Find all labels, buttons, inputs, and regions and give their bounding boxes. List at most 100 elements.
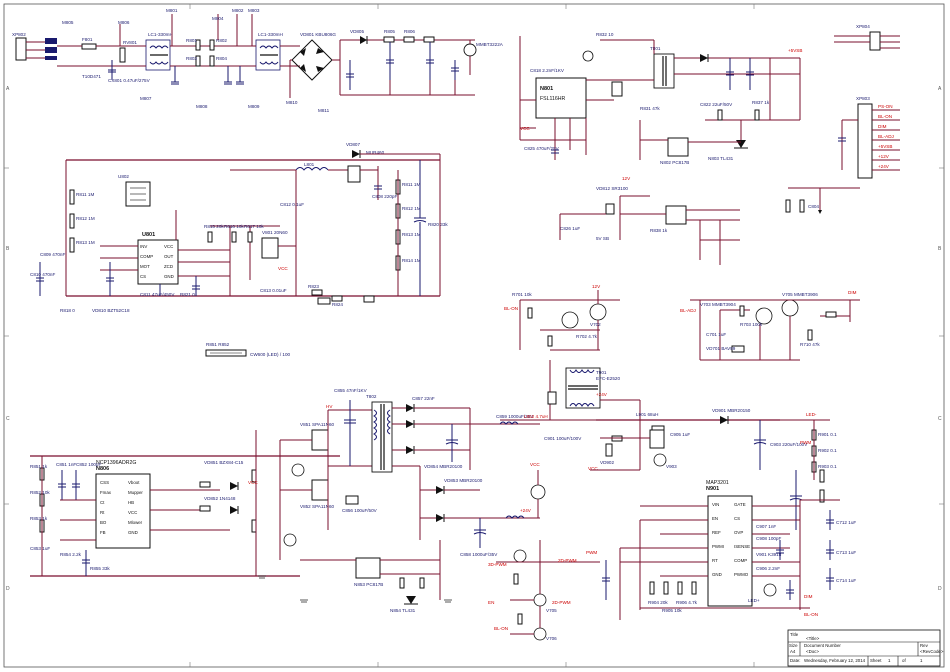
pfc-c811: R820 33k	[428, 222, 448, 227]
dim-net-12v: 12V	[592, 284, 601, 289]
sb-small-ic	[611, 81, 623, 97]
llc-driver-npn	[283, 533, 297, 547]
pfc-pin-comp: COMP	[140, 254, 153, 259]
dim-transistor-3	[755, 307, 773, 325]
dim-net-dim: DIM	[848, 290, 857, 295]
llc-pin-7: Vboot	[128, 480, 140, 485]
vcc-net-2: 12V	[622, 176, 631, 181]
title-value: <Title>	[806, 636, 820, 641]
led-net-pwm: PWM	[586, 550, 597, 555]
zener-top	[582, 50, 594, 62]
ac-input-connector	[15, 37, 27, 61]
r804-label: R804	[216, 56, 227, 61]
led-ovp-transistor	[653, 453, 667, 467]
led-c906: C907 1nF	[756, 524, 776, 529]
bc-transistor-2-label: V705	[546, 608, 557, 613]
dim-net-bl: BL-ON	[504, 306, 518, 311]
led-r906: R906 4.7k	[676, 600, 698, 605]
llc-vd851: VD851 BZX84-C15	[204, 460, 244, 465]
llc-tl431-label: N854 TL431	[390, 608, 416, 613]
pfc-c810-label: C810 470nF	[30, 272, 55, 277]
bc-transistor-3-label: V706	[546, 636, 557, 641]
resistor-r803	[195, 55, 201, 67]
llc-fb-r1	[399, 577, 405, 589]
pfc-shunt2-label: R824	[332, 302, 343, 307]
bottom-center-control: 3D-PWM 2D-PWM 2D-PWM BL-ON EN V705 V706	[488, 540, 600, 641]
llc-net-24v: L852 4.7uH	[524, 414, 548, 419]
llc-vd852: VD852 1N4148	[204, 496, 236, 501]
sb-c818: C818 2.2nF/1KV	[530, 68, 565, 73]
dim-v703: V703 MMBT3904	[700, 302, 736, 307]
led-r902: R902 0.1	[818, 448, 837, 453]
vcc-net-pfc: VCC	[278, 266, 288, 271]
resistor-r802	[209, 39, 215, 51]
marker-a-right: A	[938, 86, 942, 92]
standby-section: N801 FSL116HR T801	[519, 32, 802, 265]
sb-vd812: VD812 SR3100	[596, 186, 628, 191]
pfc-inductor-label: L801	[304, 162, 315, 167]
pfc-aux-chip-label: U802	[118, 174, 129, 179]
bc-net-en: EN	[488, 600, 494, 605]
led-fet-tab	[651, 425, 665, 431]
pfc-inductor	[295, 167, 329, 171]
led-pin-ref: REF	[712, 530, 721, 535]
standby-ic-part: FSL116HR	[540, 96, 566, 102]
led-driver-section: T901 EFC-E2520 VD901 MBR20150 C905 1uF C…	[500, 360, 856, 620]
sheet-label: Sheet	[870, 658, 882, 663]
marker-b: B	[6, 246, 10, 252]
pfc-small-fet	[317, 297, 331, 305]
led-output-caps	[753, 420, 803, 530]
dim-v705: V705 MMBT3906	[782, 292, 818, 297]
varistor-value: T10D471	[82, 74, 101, 79]
led-v902: LED+	[748, 598, 760, 603]
fuse-label: F801	[82, 37, 93, 42]
led-bottom-parts	[602, 540, 794, 600]
led-driver-ic-ref: N901	[706, 486, 719, 492]
led-zener	[605, 443, 613, 457]
sb-r831: R831 47k	[640, 106, 660, 111]
dim-r-1	[527, 307, 533, 319]
bc-net-bl: BL-ON	[494, 626, 508, 631]
pfc-shunt	[311, 289, 323, 296]
led-c903: C903 220uF/100V	[770, 442, 808, 447]
pfc-shunt-label: R823	[308, 284, 319, 289]
pfc-left-r3-label: R813 1M	[76, 240, 95, 245]
pfc-c-small-label: C808 220pF	[372, 194, 397, 199]
sb-r838: 5V SB	[596, 236, 609, 241]
pin-12v: +12V	[878, 154, 890, 159]
dim-r703: R703 100k	[740, 322, 763, 327]
pin-dim: DIM	[878, 124, 887, 129]
node-m811: M811	[318, 108, 330, 113]
llc-l852: C859 1000uF/35V	[496, 414, 534, 419]
sheet-value: 1	[888, 658, 891, 663]
sb-r835: R837 1k	[752, 100, 770, 105]
llc-pin-4: Rt	[100, 510, 105, 515]
r802-label: R802	[216, 38, 227, 43]
llc-v851: V851 SPA11N60	[300, 422, 334, 427]
led-net-blon: BL-ON	[804, 612, 818, 617]
llc-vd854: VD853 MBR20100	[444, 478, 483, 483]
title-label: Title	[790, 632, 799, 637]
llc-ic-ref: N806	[96, 466, 109, 472]
pfc-fet-label: V801 20N60	[262, 230, 288, 235]
pfc-c812: R821 0	[180, 292, 195, 297]
center-chip-label: R851 R852	[206, 342, 230, 347]
dim-transistor-2	[589, 303, 607, 321]
dim-vd701: VD701 BAV99	[706, 346, 736, 351]
llc-c858: VD854 MBR20100	[424, 464, 463, 469]
rev-label: Rev	[920, 643, 929, 648]
opto-2	[665, 205, 687, 225]
led-pin-ovp: OVP	[734, 530, 743, 535]
llc-pin-9: HB	[128, 500, 134, 505]
pfc-bottom-caps	[36, 262, 200, 296]
led-pin-pwmo: PWMO	[734, 572, 749, 577]
vd805-label: VD805	[350, 29, 364, 34]
led-driver-ic	[707, 495, 753, 607]
common-mode-choke-1	[145, 39, 171, 71]
llc-c859: C858 1000uF/35V	[460, 552, 498, 557]
pfc-r-gate-3	[247, 231, 253, 243]
dim-r710: R710 47k	[800, 342, 820, 347]
center-misc: R851 R852 CW600 (LED) / 100	[205, 342, 291, 357]
llc-vd853: C857 22nF	[412, 396, 435, 401]
